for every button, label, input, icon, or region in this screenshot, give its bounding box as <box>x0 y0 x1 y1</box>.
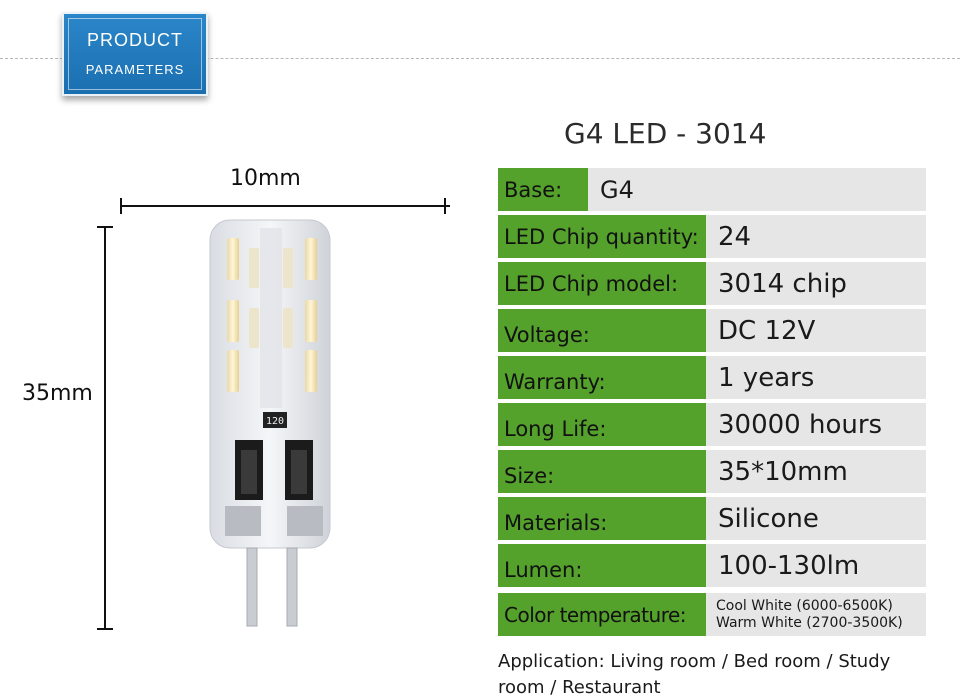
spec-label: LED Chip quantity: <box>498 215 706 258</box>
height-dimension-label: 35mm <box>22 381 93 406</box>
spec-label: Voltage: <box>498 309 706 352</box>
width-dimension-line <box>120 205 450 207</box>
badge-frame <box>68 18 202 90</box>
spec-row-voltage: Voltage: DC 12V <box>498 309 926 352</box>
spec-row-color-temperature: Color temperature: Cool White (6000-6500… <box>498 593 926 636</box>
spec-label: Long Life: <box>498 403 706 446</box>
spec-label: LED Chip model: <box>498 262 706 305</box>
spec-label: Materials: <box>498 497 706 540</box>
spec-row-lumen: Lumen: 100-130lm <box>498 544 926 587</box>
spec-row-size: Size: 35*10mm <box>498 450 926 493</box>
spec-value: G4 <box>588 168 926 211</box>
spec-value: 3014 chip <box>706 262 926 305</box>
spec-row-long-life: Long Life: 30000 hours <box>498 403 926 446</box>
spec-value: DC 12V <box>706 309 926 352</box>
width-dimension-label: 10mm <box>230 166 301 191</box>
color-temp-warm: Warm White (2700-3500K) <box>716 614 903 631</box>
height-dimension-line <box>104 226 106 630</box>
spec-value: 100-130lm <box>706 544 926 587</box>
width-right-tick <box>444 198 446 214</box>
spec-label: Size: <box>498 450 706 493</box>
spec-label: Lumen: <box>498 544 706 587</box>
g4-led-bulb-image: 120 <box>205 218 335 632</box>
badge-title: PRODUCT <box>87 30 183 50</box>
height-bottom-tick <box>97 628 113 630</box>
spec-value: Cool White (6000-6500K) Warm White (2700… <box>706 593 926 636</box>
height-top-tick <box>97 226 113 228</box>
spec-label: Warranty: <box>498 356 706 399</box>
chip-marking: 120 <box>266 416 284 427</box>
spec-value: Silicone <box>706 497 926 540</box>
product-parameters-badge: PRODUCT PARAMETERS <box>62 12 208 96</box>
spec-row-materials: Materials: Silicone <box>498 497 926 540</box>
spec-row-base: Base: G4 <box>498 168 926 211</box>
product-title: G4 LED - 3014 <box>564 117 767 150</box>
spec-row-warranty: Warranty: 1 years <box>498 356 926 399</box>
header-dashed-divider <box>0 58 960 59</box>
spec-row-led-chip-quantity: LED Chip quantity: 24 <box>498 215 926 258</box>
width-left-tick <box>120 198 122 214</box>
application-text: Application: Living room / Bed room / St… <box>498 651 891 698</box>
badge-subtitle: PARAMETERS <box>85 62 185 77</box>
spec-value: 1 years <box>706 356 926 399</box>
spec-label: Base: <box>498 168 588 211</box>
color-temp-cool: Cool White (6000-6500K) <box>716 597 893 614</box>
spec-row-led-chip-model: LED Chip model: 3014 chip <box>498 262 926 305</box>
spec-label: Color temperature: <box>498 593 706 636</box>
spec-value: 30000 hours <box>706 403 926 446</box>
spec-value: 35*10mm <box>706 450 926 493</box>
spec-value: 24 <box>706 215 926 258</box>
